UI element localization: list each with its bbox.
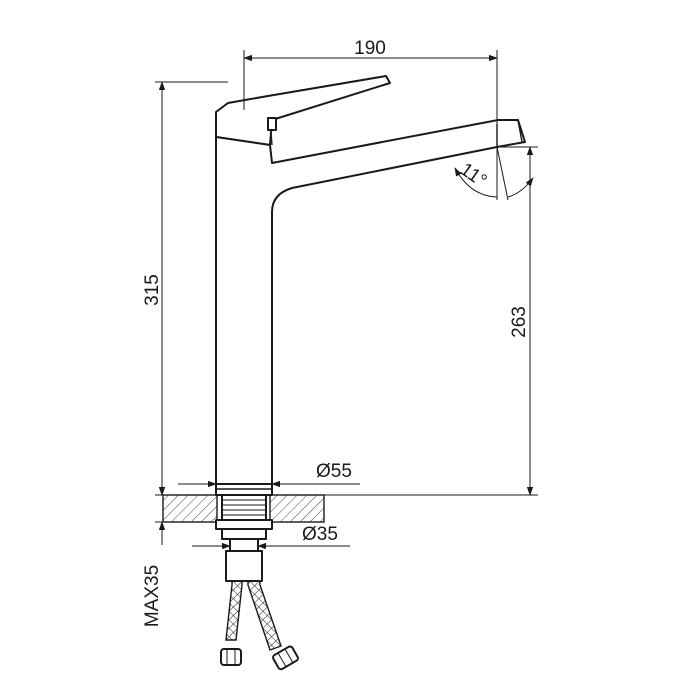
base-diameter-label: Ø55 xyxy=(316,461,352,482)
shank-stud xyxy=(229,538,259,552)
hose-junction xyxy=(225,550,263,582)
dimension-spout-angle: 11° xyxy=(454,146,534,201)
dimension-total-height: 315 xyxy=(142,81,228,496)
shank xyxy=(221,494,267,524)
max-thickness-label: MAX35 xyxy=(142,565,163,627)
faucet-body xyxy=(215,75,526,485)
shank-assembly xyxy=(215,494,273,552)
supply-hoses xyxy=(220,550,299,671)
countertop-right xyxy=(269,494,325,523)
total-height-label: 315 xyxy=(142,274,163,306)
mounting-nut xyxy=(221,528,267,540)
dimension-max-thickness: MAX35 xyxy=(142,470,216,627)
hose-fitting-right xyxy=(272,645,299,671)
faucet-column-and-spout xyxy=(215,119,526,485)
handle-cap xyxy=(267,117,277,131)
dimension-base-diameter: Ø55 xyxy=(178,461,360,488)
spout-height-label: 263 xyxy=(509,306,530,338)
mounting-washer xyxy=(215,519,273,530)
dimension-reach: 190 xyxy=(243,38,498,124)
reach-label: 190 xyxy=(354,38,386,59)
countertop-section xyxy=(162,483,325,523)
dimension-spout-height: 263 xyxy=(324,146,538,496)
dimension-shank-diameter: Ø35 xyxy=(192,524,350,550)
shank-diameter-label: Ø35 xyxy=(302,524,338,545)
spout-angle-label: 11° xyxy=(456,159,490,192)
hose-fitting-left xyxy=(220,648,242,666)
handle-lever xyxy=(215,75,391,146)
countertop-left xyxy=(162,494,218,523)
